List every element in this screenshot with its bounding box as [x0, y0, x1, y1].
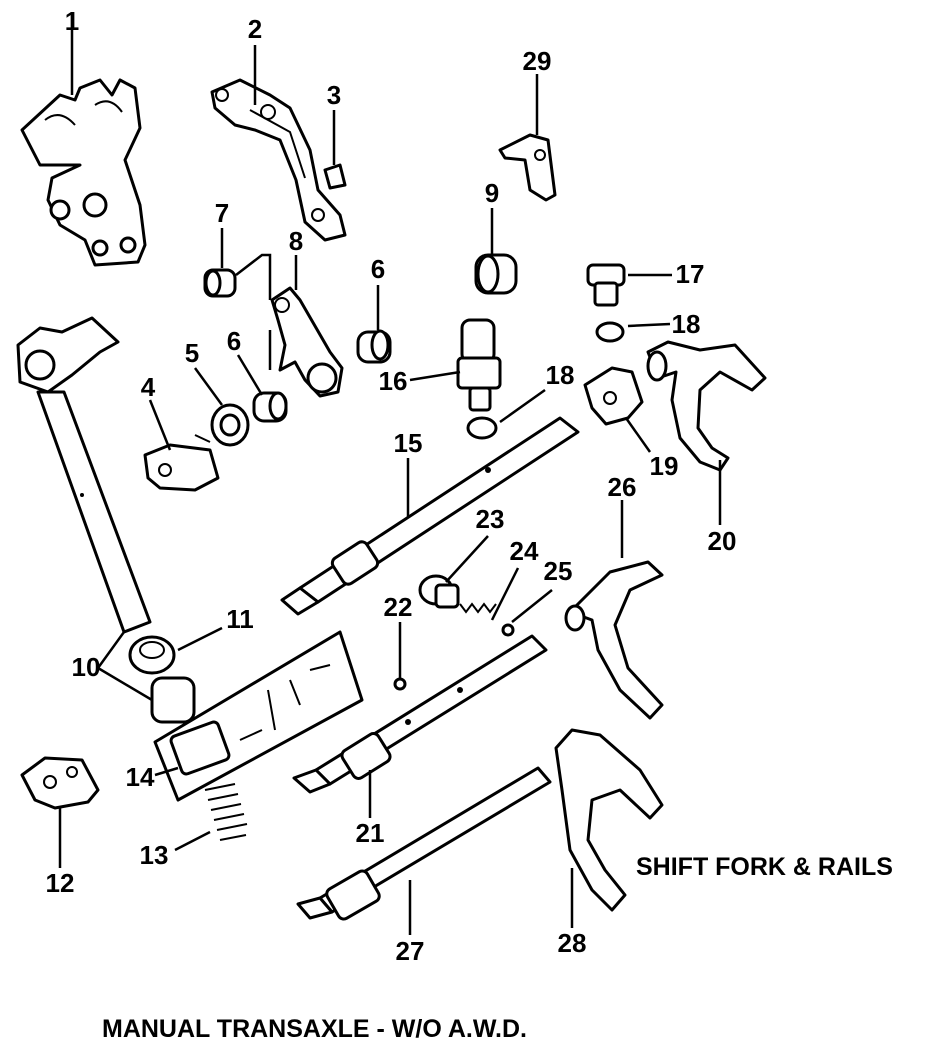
- part-9-bushing: [474, 253, 518, 295]
- callout-18-mid: 18: [546, 360, 575, 390]
- diagram-caption: MANUAL TRANSAXLE - W/O A.W.D.: [102, 1015, 527, 1043]
- part-27-shift-rail: [296, 766, 552, 921]
- part-4-block: [143, 434, 220, 492]
- part-17-bolt: [586, 263, 626, 307]
- part-2-lever: [210, 78, 347, 242]
- part-18-washer-top: [595, 321, 625, 343]
- part-11-bushing: [128, 635, 176, 675]
- callout-26: 26: [608, 472, 637, 502]
- callout-10: 10: [72, 652, 101, 682]
- callout-11: 11: [226, 604, 254, 634]
- part-7-bushing: [203, 268, 237, 298]
- part-1-bracket: [20, 78, 147, 267]
- callout-25: 25: [544, 556, 573, 586]
- callout-23: 23: [476, 504, 505, 534]
- callout-15: 15: [394, 428, 423, 458]
- callout-6-right: 6: [371, 254, 385, 284]
- part-10-sleeve: [150, 676, 196, 724]
- callout-13: 13: [140, 840, 169, 870]
- part-3-pin: [323, 163, 347, 190]
- callout-6-left: 6: [227, 326, 241, 356]
- callout-19: 19: [650, 451, 679, 481]
- part-25-ball: [501, 623, 515, 637]
- part-18-washer-mid: [466, 416, 498, 440]
- callout-24: 24: [510, 536, 539, 566]
- part-29-bracket: [498, 133, 557, 202]
- callout-9: 9: [485, 178, 499, 208]
- callout-27: 27: [396, 936, 425, 966]
- callout-28: 28: [558, 928, 587, 958]
- part-28-shift-fork: [554, 728, 664, 912]
- callout-1: 1: [65, 6, 79, 36]
- callout-4: 4: [141, 372, 156, 402]
- callout-2: 2: [248, 14, 262, 44]
- part-16-switch: [456, 318, 502, 412]
- callout-17: 17: [676, 259, 705, 289]
- part-6-bushing-right: [356, 329, 392, 364]
- part-5-seal: [210, 403, 250, 447]
- part-22-pin: [393, 677, 407, 691]
- part-23-plug: [418, 574, 460, 609]
- callout-7: 7: [215, 198, 229, 228]
- part-6-bushing-left: [252, 391, 288, 423]
- part-19-lug: [583, 366, 644, 426]
- part-26-shift-fork: [564, 560, 664, 720]
- part-13-spring: [204, 783, 248, 841]
- callout-8: 8: [289, 226, 303, 256]
- diagram-title: SHIFT FORK & RAILS: [636, 853, 893, 881]
- callout-3: 3: [327, 80, 341, 110]
- callout-20: 20: [708, 526, 737, 556]
- callout-16: 16: [379, 366, 408, 396]
- part-15-shift-rail: [280, 416, 580, 616]
- callout-18-top: 18: [672, 309, 701, 339]
- callout-14: 14: [126, 762, 155, 792]
- callout-29: 29: [523, 46, 552, 76]
- part-8-lever: [270, 286, 344, 398]
- part-12-block: [20, 756, 100, 810]
- callout-22: 22: [384, 592, 413, 622]
- part-10-control-rod: [16, 316, 152, 634]
- part-14-plate: [153, 630, 364, 802]
- part-21-shift-rail: [292, 634, 548, 794]
- part-24-spring: [459, 602, 497, 614]
- callout-12: 12: [46, 868, 75, 898]
- part-20-shift-fork: [646, 340, 767, 472]
- callout-21: 21: [356, 818, 385, 848]
- callout-5: 5: [185, 338, 199, 368]
